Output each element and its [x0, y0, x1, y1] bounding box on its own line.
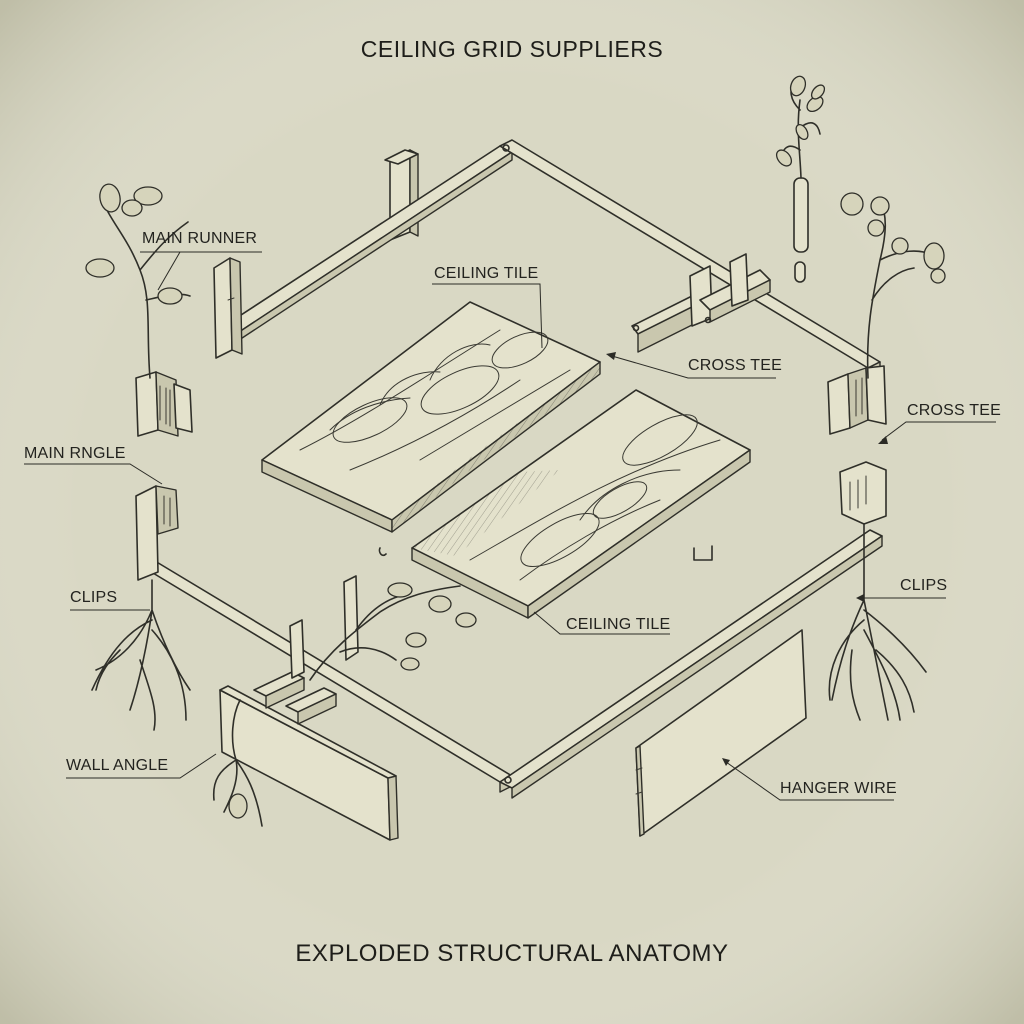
hanger-sleeve: [775, 75, 826, 283]
cross-tee-part: [631, 253, 771, 353]
label-cross-tee-upper: CROSS TEE: [688, 357, 782, 374]
label-cross-tee-right: CROSS TEE: [907, 402, 1001, 419]
small-clip-left: [378, 547, 387, 557]
top-frame-rail: [213, 139, 881, 377]
label-ceiling-tile-top: CEILING TILE: [434, 265, 539, 282]
roots-right: [828, 523, 927, 721]
hanger-wire-panel: [635, 629, 807, 837]
bottom-frame-rail: [135, 461, 887, 799]
sprout-top-left: [85, 183, 191, 379]
label-hanger-wire: HANGER WIRE: [780, 780, 897, 797]
label-wall-angle: WALL ANGLE: [66, 757, 169, 774]
label-main-runner: MAIN RUNNER: [142, 230, 258, 247]
sprout-top-right: [840, 192, 946, 379]
diagram-title: CEILING GRID SUPPLIERS: [360, 36, 664, 62]
ceiling-tile-left: [261, 301, 601, 533]
diagram-subtitle: EXPLODED STRUCTURAL ANATOMY: [295, 940, 729, 967]
left-corner-bracket: [135, 371, 193, 437]
label-clips-right: CLIPS: [900, 577, 948, 594]
label-main-angle: MAIN RNGLE: [24, 445, 126, 462]
wall-angle-panel: [219, 575, 399, 841]
roots-left: [91, 579, 191, 731]
label-clips-left: CLIPS: [70, 589, 118, 606]
small-clip-right: [693, 545, 713, 561]
right-corner-bracket: [827, 365, 887, 435]
ceiling-tile-right: [411, 389, 751, 619]
sprout-bottom-middle: [309, 582, 477, 681]
leader-lines: [24, 251, 996, 801]
roots-wall-angle: [212, 699, 263, 827]
label-ceiling-tile-bottom: CEILING TILE: [566, 616, 671, 633]
